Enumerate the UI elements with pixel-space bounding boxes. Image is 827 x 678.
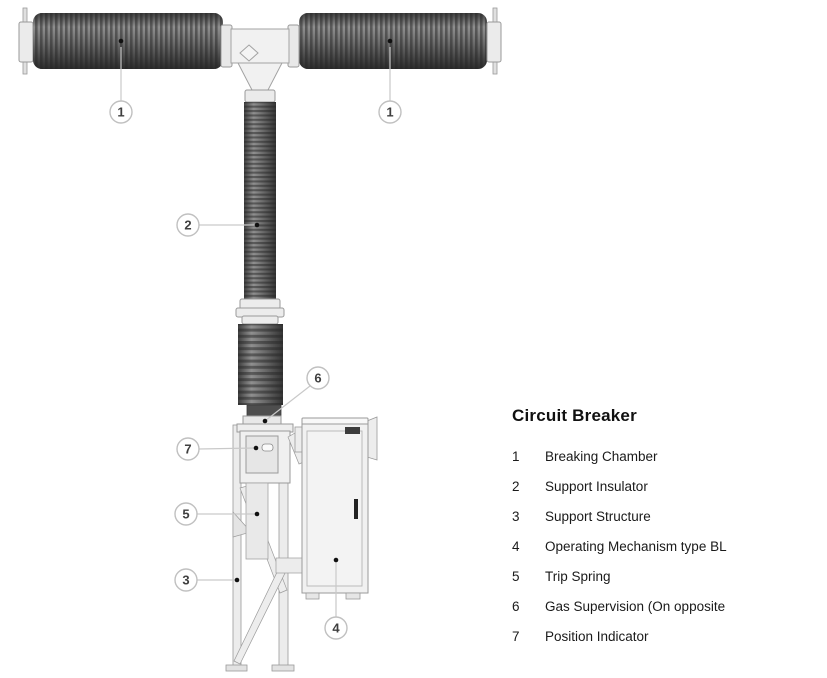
legend-item-number: 3: [512, 508, 520, 524]
legend-item-label: Operating Mechanism type BL: [545, 538, 727, 554]
callout-7-num: 7: [184, 442, 191, 457]
dot-2: [254, 222, 260, 228]
callout-4: 4: [324, 616, 348, 640]
legend-item-number: 2: [512, 478, 520, 494]
legend-item-label: Trip Spring: [545, 568, 611, 584]
legend-item-label: Support Structure: [545, 508, 651, 524]
cabinet-foot-right: [345, 592, 361, 600]
target-dots: [118, 38, 393, 583]
legend-item-label: Gas Supervision (On opposite: [545, 598, 726, 614]
callout-3-num: 3: [182, 573, 189, 588]
cabinet-brand-badge: [345, 427, 360, 434]
callout-1-left-circle: [109, 100, 133, 124]
legend-item-support-insulator: 2 Support Insulator: [512, 471, 822, 501]
left-chamber-fins: [33, 13, 223, 69]
legend-item-number: 1: [512, 448, 520, 464]
legend-item-number: 6: [512, 598, 520, 614]
mid-flange-lower: [241, 315, 279, 325]
callout-5-circle: [174, 502, 198, 526]
junction-ring-right: [287, 24, 300, 68]
dot-1-left: [118, 38, 124, 44]
dot-3: [234, 577, 240, 583]
junction-housing: [230, 28, 290, 64]
legend-item-number: 4: [512, 538, 520, 554]
legend-item-support-structure: 3 Support Structure: [512, 501, 822, 531]
dot-1-right: [387, 38, 393, 44]
callout-7-circle: [176, 437, 200, 461]
callout-6: 6: [306, 366, 330, 390]
callout-1-left: 1: [109, 100, 133, 124]
cabinet-door: [306, 430, 363, 587]
lower-insulator-ribs: [238, 324, 283, 405]
dot-7: [253, 445, 259, 451]
right-end-flange: [486, 21, 502, 63]
legend-item-label: Breaking Chamber: [545, 448, 658, 464]
left-foot: [225, 664, 248, 672]
legend-list: 1 Breaking Chamber 2 Support Insulator 3…: [512, 441, 822, 651]
callout-5-num: 5: [182, 507, 189, 522]
junction-ring-left: [220, 24, 233, 68]
callout-2-num: 2: [184, 218, 191, 233]
insulator-base-band: [246, 404, 282, 418]
legend-item-operating-mechanism: 4 Operating Mechanism type BL: [512, 531, 822, 561]
legend-title: Circuit Breaker: [512, 406, 637, 425]
cabinet-door-handle: [354, 499, 358, 519]
callout-3: 3: [174, 568, 198, 592]
callout-7: 7: [176, 437, 200, 461]
support-insulator-column: [235, 102, 285, 426]
cabinet-support-bracket: [275, 557, 305, 574]
dot-6: [262, 418, 268, 424]
legend-item-label: Support Insulator: [545, 478, 648, 494]
right-chamber-fins: [299, 13, 487, 69]
dot-5: [254, 511, 260, 517]
right-foot: [271, 664, 295, 672]
upper-insulator-ribs: [244, 102, 276, 299]
callout-1-right-num: 1: [386, 105, 393, 120]
left-end-flange: [18, 21, 34, 63]
mechanism-housing: [236, 423, 307, 560]
legend-item-trip-spring: 5 Trip Spring: [512, 561, 822, 591]
breaking-chamber-right: [299, 7, 502, 75]
leader-lines: [120, 47, 391, 617]
callout-1-left-num: 1: [117, 105, 124, 120]
legend-item-position-indicator: 7 Position Indicator: [512, 621, 822, 651]
callout-1-right: 1: [378, 100, 402, 124]
breaking-chamber-left: [18, 7, 223, 75]
cabinet-foot-left: [305, 592, 320, 600]
position-indicator-window: [245, 435, 279, 474]
callout-1-right-circle: [378, 100, 402, 124]
trip-spring-column: [245, 482, 269, 560]
dot-4: [333, 557, 339, 563]
leader-7: [198, 447, 256, 450]
legend-item-number: 7: [512, 628, 520, 644]
center-junction: [220, 24, 300, 103]
callout-balloons: 1 1 2 6 7 5 3: [109, 100, 402, 640]
legend-item-label: Position Indicator: [545, 628, 649, 644]
callout-3-circle: [174, 568, 198, 592]
position-indicator-pill: [261, 443, 274, 452]
callout-5: 5: [174, 502, 198, 526]
callout-4-circle: [324, 616, 348, 640]
junction-diamond-port: [239, 44, 259, 62]
callout-4-num: 4: [332, 621, 340, 636]
legend-item-number: 5: [512, 568, 520, 584]
callout-6-num: 6: [314, 371, 321, 386]
callout-6-circle: [306, 366, 330, 390]
callout-2-circle: [176, 213, 200, 237]
callout-2: 2: [176, 213, 200, 237]
junction-taper: [237, 62, 283, 91]
legend-item-breaking-chamber: 1 Breaking Chamber: [512, 441, 822, 471]
legend: Circuit Breaker 1 Breaking Chamber 2 Sup…: [512, 406, 822, 651]
legend-item-gas-supervision: 6 Gas Supervision (On opposite: [512, 591, 822, 621]
leader-6: [264, 385, 311, 422]
junction-bottom-flange: [244, 89, 276, 103]
